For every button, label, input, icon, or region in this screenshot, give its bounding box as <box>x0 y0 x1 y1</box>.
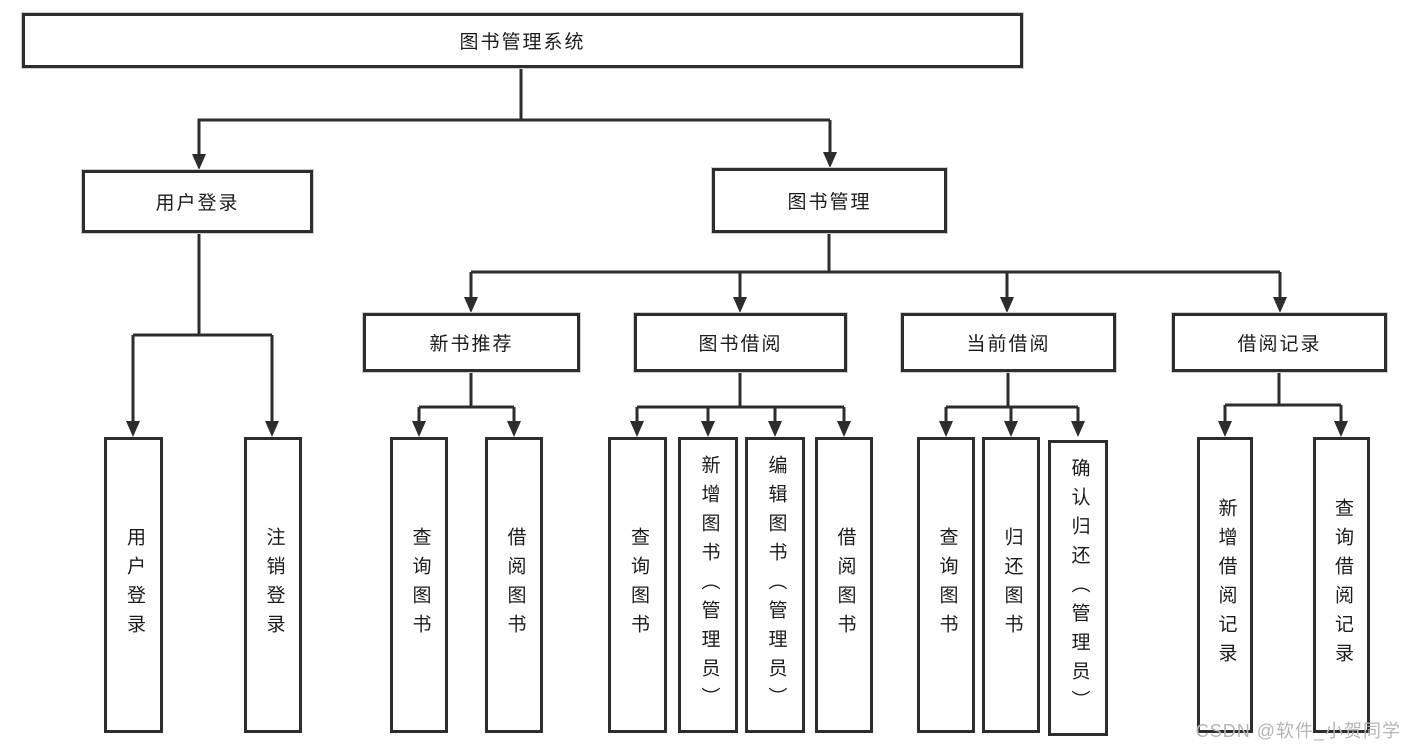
leaf-borrow-books-recommend: 借阅图书 <box>485 437 543 733</box>
node-new-book-recommend-label: 新书推荐 <box>429 334 514 355</box>
leaf-add-book-admin-label: 新增图书（管理员） <box>698 454 720 716</box>
leaf-add-book-admin: 新增图书（管理员） <box>678 437 738 733</box>
node-book-management: 图书管理 <box>712 168 947 233</box>
connector-mgmt-to-sections <box>469 233 1282 298</box>
node-borrowing-records-label: 借阅记录 <box>1237 334 1322 355</box>
leaf-add-borrow-record: 新增借阅记录 <box>1197 437 1253 733</box>
node-book-management-label: 图书管理 <box>787 192 872 213</box>
leaf-query-books-borrowing-label: 查询图书 <box>627 527 649 643</box>
leaf-logout-label: 注销登录 <box>263 527 285 643</box>
watermark: CSDN @软件_小贺同学 <box>1195 721 1401 741</box>
node-current-borrowing-label: 当前借阅 <box>966 334 1051 355</box>
leaf-borrow-books-recommend-label: 借阅图书 <box>504 527 526 643</box>
arrowheads <box>126 152 1348 437</box>
leaf-borrow-books-borrowing-label: 借阅图书 <box>834 527 856 643</box>
node-root: 图书管理系统 <box>22 13 1023 68</box>
leaf-logout: 注销登录 <box>244 437 302 733</box>
node-current-borrowing: 当前借阅 <box>901 313 1116 372</box>
leaf-query-books-recommend-label: 查询图书 <box>409 527 431 643</box>
node-new-book-recommend: 新书推荐 <box>363 313 580 372</box>
node-root-label: 图书管理系统 <box>459 32 586 53</box>
connector-records-to-leaves <box>1223 372 1343 422</box>
node-user-login: 用户登录 <box>82 170 313 233</box>
leaf-borrow-books-borrowing: 借阅图书 <box>815 437 873 733</box>
leaf-edit-book-admin-label: 编辑图书（管理员） <box>765 454 787 716</box>
leaf-add-borrow-record-label: 新增借阅记录 <box>1215 498 1237 672</box>
leaf-return-books-label: 归还图书 <box>1001 527 1023 643</box>
leaf-confirm-return-admin-label: 确认归还（管理员） <box>1068 457 1090 719</box>
leaf-edit-book-admin: 编辑图书（管理员） <box>745 437 805 733</box>
leaf-return-books: 归还图书 <box>982 437 1040 733</box>
leaf-query-books-current-label: 查询图书 <box>936 527 958 643</box>
leaf-user-login-label: 用户登录 <box>123 527 145 643</box>
node-borrowing-records: 借阅记录 <box>1172 313 1387 372</box>
node-user-login-label: 用户登录 <box>155 193 240 214</box>
connector-recommend-to-leaves <box>417 372 516 422</box>
connector-root-to-level2 <box>197 68 832 155</box>
connector-current-to-leaves <box>944 372 1080 422</box>
leaf-query-books-recommend: 查询图书 <box>390 437 448 733</box>
leaf-query-borrow-record-label: 查询借阅记录 <box>1331 498 1353 672</box>
leaf-user-login: 用户登录 <box>104 437 163 733</box>
node-book-borrowing: 图书借阅 <box>634 313 847 372</box>
connector-borrowing-to-leaves <box>635 372 846 422</box>
leaf-query-borrow-record: 查询借阅记录 <box>1313 437 1370 733</box>
leaf-query-books-current: 查询图书 <box>917 437 975 733</box>
leaf-query-books-borrowing: 查询图书 <box>608 437 667 733</box>
connector-userlogin-to-leaves <box>131 233 274 422</box>
node-book-borrowing-label: 图书借阅 <box>698 334 783 355</box>
leaf-confirm-return-admin: 确认归还（管理员） <box>1048 440 1108 736</box>
